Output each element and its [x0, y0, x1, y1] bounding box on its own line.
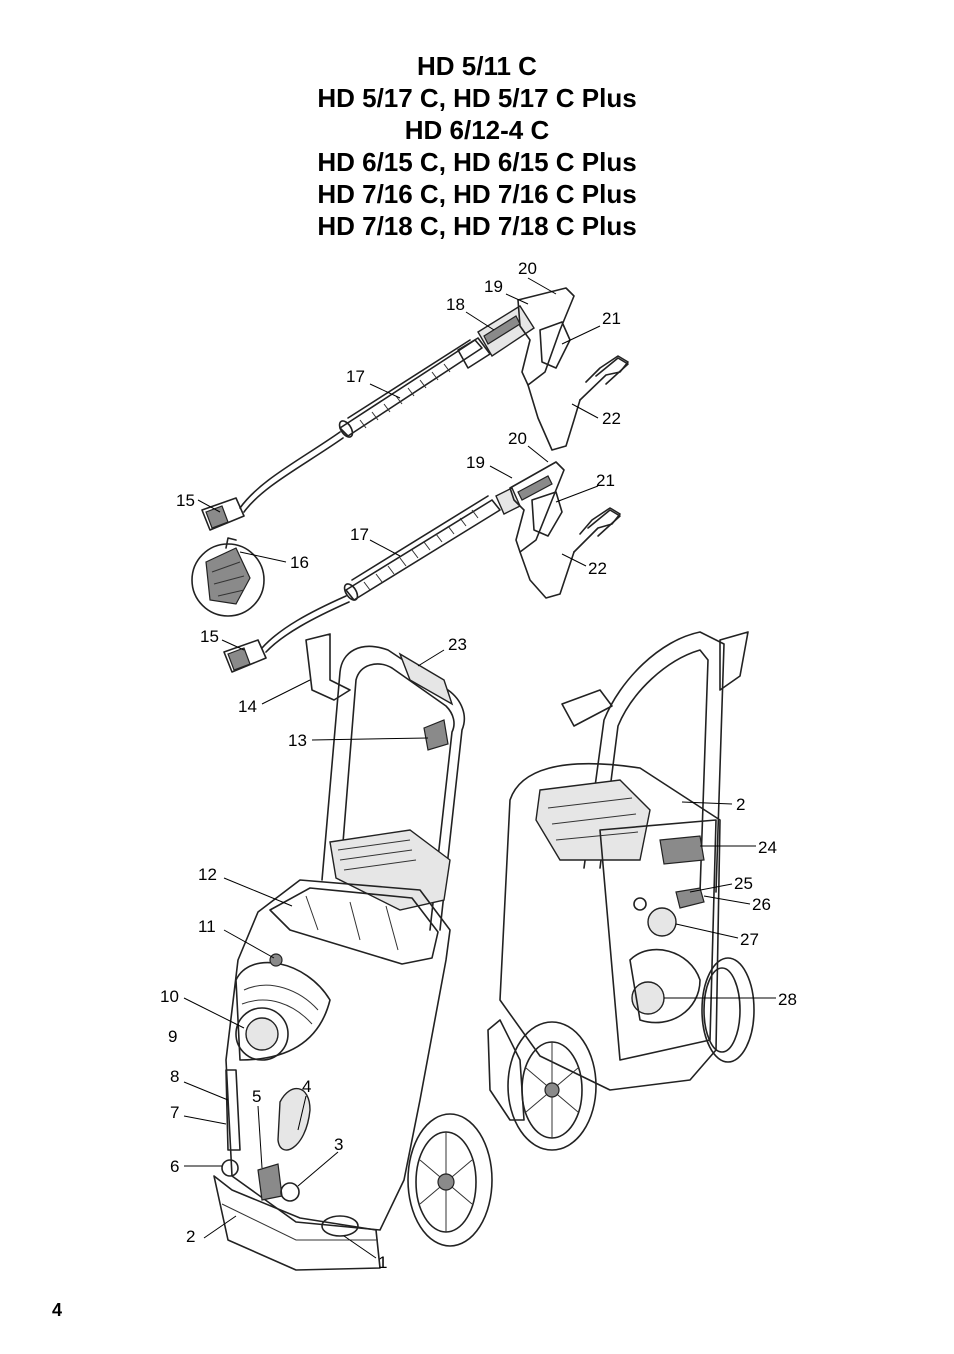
part-label: 18: [446, 295, 465, 314]
hose-lower: [261, 595, 347, 649]
part-label: 7: [170, 1103, 179, 1122]
part-label: 9: [168, 1027, 177, 1046]
part-label: 22: [588, 559, 607, 578]
pressure-washer-rear-view: [487, 631, 755, 1151]
part-label: 21: [596, 471, 615, 490]
part-label: 12: [198, 865, 217, 884]
hose-coupling-upper: [201, 497, 245, 531]
hose-upper: [239, 431, 341, 509]
spray-gun-lower-drawing: [343, 461, 621, 601]
part-label: 15: [200, 627, 219, 646]
part-label: 16: [290, 553, 309, 572]
part-label: 19: [466, 453, 485, 472]
model-title-line: HD 5/17 C, HD 5/17 C Plus: [317, 83, 637, 113]
model-title-line: HD 6/15 C, HD 6/15 C Plus: [317, 147, 637, 177]
part-label: 15: [176, 491, 195, 510]
model-title-block: HD 5/11 C HD 5/17 C, HD 5/17 C Plus HD 6…: [0, 50, 954, 242]
part-label: 4: [302, 1077, 311, 1096]
part-label: 11: [198, 917, 216, 936]
part-label: 26: [752, 895, 771, 914]
part-label: 24: [758, 838, 777, 857]
part-label: 28: [778, 990, 797, 1009]
part-label: 14: [238, 697, 257, 716]
part-label: 2: [736, 795, 745, 814]
part-label: 20: [508, 429, 527, 448]
part-label: 21: [602, 309, 621, 328]
part-label: 2: [186, 1227, 195, 1246]
model-title-line: HD 7/16 C, HD 7/16 C Plus: [317, 179, 637, 209]
part-label: 17: [350, 525, 369, 544]
part-label: 25: [734, 874, 753, 893]
part-label: 5: [252, 1087, 261, 1106]
part-label: 19: [484, 277, 503, 296]
part-labels: 20 19 18 21 17 22 20 19 21 15 16 17 22 1…: [160, 259, 797, 1272]
page-number: 4: [52, 1300, 63, 1320]
hose-coupling-lower: [223, 639, 267, 673]
spray-gun-upper-drawing: [338, 287, 629, 451]
model-title-line: HD 6/12-4 C: [404, 115, 550, 145]
model-title-line: HD 5/11 C: [417, 51, 537, 81]
part-label: 17: [346, 367, 365, 386]
part-label: 13: [288, 731, 307, 750]
part-label: 20: [518, 259, 537, 278]
pressure-washer-front-view: [213, 633, 493, 1271]
part-label: 3: [334, 1135, 343, 1154]
model-title-line: HD 7/18 C, HD 7/18 C Plus: [317, 211, 637, 241]
part-label: 6: [170, 1157, 179, 1176]
part-label: 27: [740, 930, 759, 949]
part-label: 23: [448, 635, 467, 654]
leader-lines: [183, 277, 776, 1259]
part-label: 1: [378, 1253, 387, 1272]
part-label: 10: [160, 987, 179, 1006]
coupling-detail-circle: [191, 537, 265, 617]
part-label: 22: [602, 409, 621, 428]
part-label: 8: [170, 1067, 179, 1086]
